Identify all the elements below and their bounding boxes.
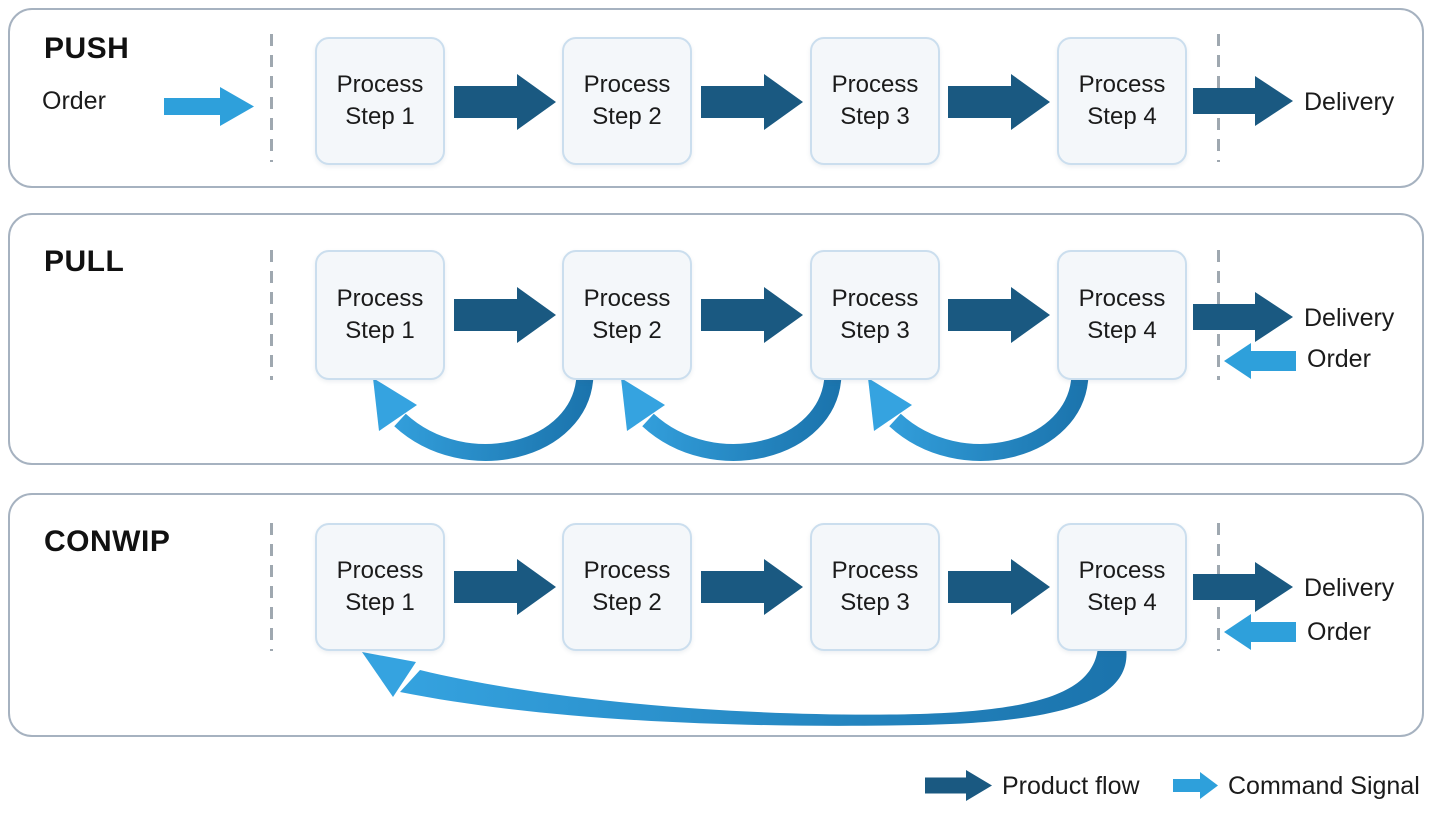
delivery-arrow xyxy=(1193,292,1293,342)
product-flow-arrow xyxy=(701,74,803,130)
product-flow-legend-arrow xyxy=(925,770,992,801)
delivery-label: Delivery xyxy=(1304,88,1395,116)
panel-title: CONWIP xyxy=(44,525,171,558)
delivery-arrow xyxy=(1193,76,1293,126)
boundary-dashed-line xyxy=(270,523,273,651)
process-step-box: Process Step 2 xyxy=(562,523,692,651)
product-flow-arrow xyxy=(454,559,556,615)
step-label: Process Step 3 xyxy=(831,71,919,130)
process-step-box: Process Step 3 xyxy=(810,250,940,380)
process-step-box: Process Step 1 xyxy=(315,250,445,380)
step-label: Process Step 1 xyxy=(336,285,424,344)
product-flow-arrow xyxy=(701,559,803,615)
order-label: Order xyxy=(1307,618,1371,646)
process-step-box: Process Step 4 xyxy=(1057,523,1187,651)
process-step-box: Process Step 2 xyxy=(562,37,692,165)
step-label: Process Step 4 xyxy=(1078,557,1166,616)
command-signal-legend-label: Command Signal xyxy=(1228,772,1420,800)
delivery-arrow xyxy=(1193,562,1293,612)
step-label: Process Step 3 xyxy=(831,557,919,616)
command-signal-legend-arrow xyxy=(1173,772,1218,799)
step-label: Process Step 3 xyxy=(831,285,919,344)
step-label: Process Step 4 xyxy=(1078,71,1166,130)
process-step-box: Process Step 2 xyxy=(562,250,692,380)
step-label: Process Step 2 xyxy=(583,557,671,616)
order-signal-arrow xyxy=(1224,614,1296,650)
product-flow-arrow xyxy=(948,287,1050,343)
process-step-box: Process Step 1 xyxy=(315,37,445,165)
boundary-dashed-line xyxy=(270,34,273,162)
panel-pull: PULL Process Step 1 Process Step 2 Proce… xyxy=(8,213,1424,465)
step-label: Process Step 4 xyxy=(1078,285,1166,344)
boundary-dashed-line xyxy=(270,250,273,380)
process-step-box: Process Step 3 xyxy=(810,523,940,651)
step-label: Process Step 1 xyxy=(336,557,424,616)
step-label: Process Step 1 xyxy=(336,71,424,130)
product-flow-legend-label: Product flow xyxy=(1002,772,1140,800)
product-flow-arrow xyxy=(701,287,803,343)
product-flow-arrow xyxy=(948,559,1050,615)
step-label: Process Step 2 xyxy=(583,285,671,344)
process-step-box: Process Step 3 xyxy=(810,37,940,165)
delivery-label: Delivery xyxy=(1304,304,1395,332)
delivery-label: Delivery xyxy=(1304,574,1395,602)
product-flow-arrow xyxy=(454,74,556,130)
step-label: Process Step 2 xyxy=(583,71,671,130)
order-label: Order xyxy=(1307,345,1371,373)
process-step-box: Process Step 1 xyxy=(315,523,445,651)
panel-title: PUSH xyxy=(44,32,130,65)
panel-push: PUSH Order Process Step 1 Process Step 2… xyxy=(8,8,1424,188)
order-signal-arrow xyxy=(1224,343,1296,379)
panel-title: PULL xyxy=(44,245,125,278)
order-label: Order xyxy=(42,87,106,115)
panel-conwip: CONWIP Process Step 1 Process Step 2 Pro… xyxy=(8,493,1424,737)
product-flow-arrow xyxy=(454,287,556,343)
process-step-box: Process Step 4 xyxy=(1057,250,1187,380)
process-step-box: Process Step 4 xyxy=(1057,37,1187,165)
command-signal-arrow xyxy=(164,87,254,126)
product-flow-arrow xyxy=(948,74,1050,130)
